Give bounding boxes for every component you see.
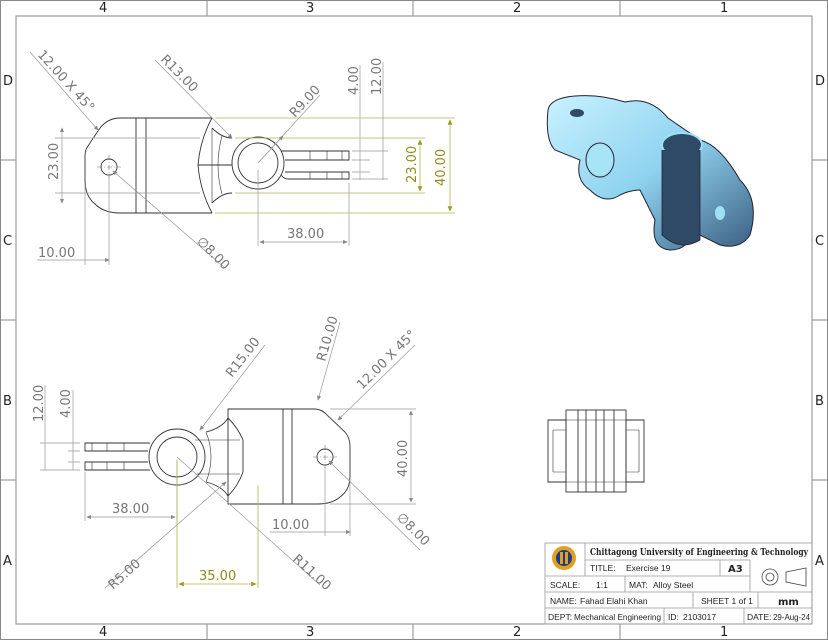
dim-b-r-bore: R11.00 <box>289 552 333 594</box>
name-label: NAME: <box>550 596 577 606</box>
student-id: 2103017 <box>683 612 716 622</box>
dim-b-offset: 35.00 <box>199 569 236 584</box>
dim-b-arm-length: 38.00 <box>112 502 149 517</box>
scale-value: 1:1 <box>596 580 608 590</box>
dim-width: 40.00 <box>434 149 449 186</box>
dim-b-r-corner: R10.00 <box>314 315 341 364</box>
zone-col-4: 4 <box>99 1 107 16</box>
zone-col-1: 1 <box>720 1 728 16</box>
zone-row-d-right: D <box>815 74 825 89</box>
dim-b-chamfer: 12.00 X 45° <box>354 327 419 392</box>
projection-symbol-icon <box>761 567 807 587</box>
title-label: TITLE: <box>590 563 616 573</box>
zone-row-c: C <box>3 234 12 249</box>
dim-r-outer: R13.00 <box>157 52 200 95</box>
zone-col-3-bottom: 3 <box>306 625 314 640</box>
sheet-size: A3 <box>728 564 743 575</box>
dim-slot-width: 12.00 <box>370 58 385 95</box>
zone-row-b: B <box>3 394 12 409</box>
institution-name: Chittagong University of Engineering & T… <box>590 547 808 558</box>
dim-b-r-fillet: R5.00 <box>106 556 144 593</box>
zone-row-b-right: B <box>815 394 824 409</box>
isometric-view <box>546 95 754 251</box>
zone-col-2: 2 <box>513 1 521 16</box>
dim-hole-spacing: 23.00 <box>47 143 62 180</box>
university-logo <box>552 546 576 570</box>
zone-col-3: 3 <box>306 1 314 16</box>
date-label: DATE: <box>747 612 771 622</box>
bottom-view: 12.00 4.00 38.00 35.00 10.00 40.00 R15.0… <box>32 315 432 594</box>
zone-col-1-bottom: 1 <box>720 625 728 640</box>
dim-arm-length: 38.00 <box>287 227 324 242</box>
dim-b-hole-edge: 10.00 <box>272 518 309 533</box>
dim-r-inner: R9.00 <box>287 83 324 121</box>
units: mm <box>778 597 799 608</box>
scale-label: SCALE: <box>550 580 580 590</box>
dept-label: DEPT: <box>548 612 572 622</box>
material-value: Alloy Steel <box>653 580 693 590</box>
material-label: MAT: <box>629 580 648 590</box>
dim-b-slot-width: 12.00 <box>32 385 47 422</box>
dim-chamfer: 12.00 X 45° <box>34 48 97 116</box>
author-name: Fahad Elahi Khan <box>580 596 648 606</box>
dim-gap: 4.00 <box>347 66 362 95</box>
department: Mechanical Engineering <box>574 612 661 622</box>
zone-row-a-right: A <box>815 554 824 569</box>
iso-hole-2 <box>715 206 725 220</box>
zone-row-a: A <box>3 554 12 569</box>
zone-labels: 4 3 2 1 4 3 2 1 D C B A D C B A <box>3 1 825 640</box>
dim-hole-edge: 10.00 <box>38 246 75 261</box>
drawing-title: Exercise 19 <box>626 563 671 573</box>
id-label: ID: <box>668 612 679 622</box>
iso-hole <box>570 109 584 117</box>
dim-inner-width: 23.00 <box>405 146 420 183</box>
dim-b-width: 40.00 <box>396 440 411 477</box>
dim-hole-dia: ∅8.00 <box>193 234 232 273</box>
zone-col-2-bottom: 2 <box>513 625 521 640</box>
top-view: 40.00 23.00 23.00 10.00 38.00 4.00 12.00… <box>29 48 455 273</box>
date: 29-Aug-24 <box>773 612 810 622</box>
zone-col-4-bottom: 4 <box>99 625 107 640</box>
title-block: Chittagong University of Engineering & T… <box>544 542 813 625</box>
sheet-number: SHEET 1 of 1 <box>701 596 753 606</box>
zone-row-c-right: C <box>815 234 824 249</box>
side-view <box>547 409 645 493</box>
zone-row-d: D <box>3 74 13 89</box>
dim-b-gap: 4.00 <box>59 389 74 418</box>
